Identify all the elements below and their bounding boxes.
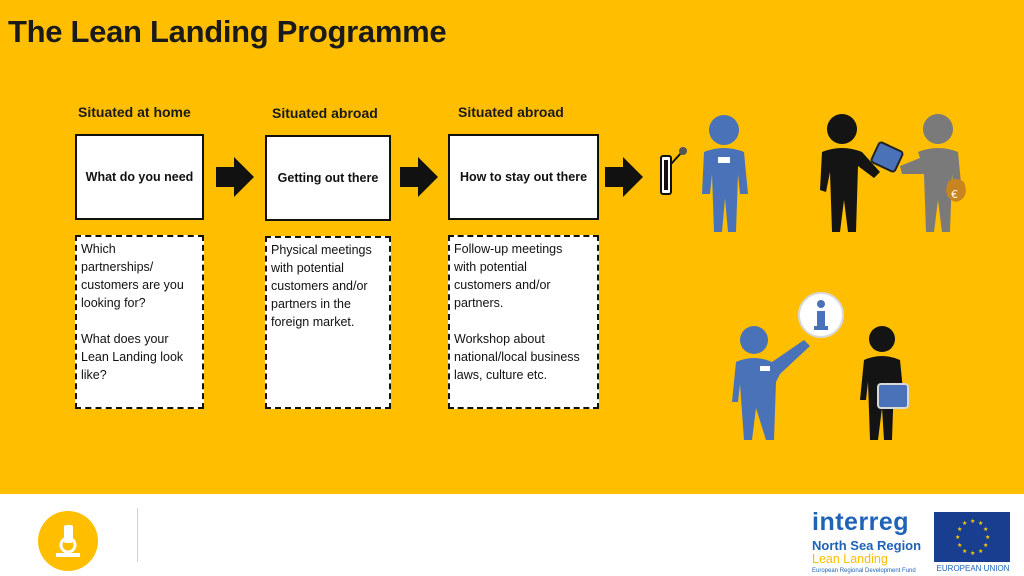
column-heading-abroad-2: Situated abroad [458, 104, 564, 120]
description-box-getting-out: Physical meetings with potential custome… [265, 236, 391, 409]
step-box-what-do-you-need: What do you need [75, 134, 204, 220]
eu-flag-icon: ★★★ ★★★ ★★★ ★★★ [934, 512, 1010, 562]
svg-text:★: ★ [978, 520, 983, 527]
info-icon [798, 292, 844, 338]
arrow-right-icon [400, 157, 438, 197]
step-label: How to stay out there [459, 170, 588, 184]
slide-canvas: The Lean Landing Programme Situated at h… [0, 0, 1024, 494]
interreg-logo: interreg North Sea Region Lean Landing E… [810, 508, 935, 574]
svg-text:★: ★ [957, 526, 962, 533]
column-heading-abroad-1: Situated abroad [272, 105, 378, 121]
svg-text:★: ★ [955, 534, 960, 541]
footer-divider [137, 508, 138, 562]
arrow-right-icon [216, 157, 254, 197]
svg-text:★: ★ [970, 550, 975, 557]
logo-interreg: interreg [812, 508, 910, 536]
eu-label: EUROPEAN UNION [936, 564, 1010, 573]
svg-text:★: ★ [957, 542, 962, 549]
step-box-getting-out-there: Getting out there [265, 135, 391, 221]
person-icon [702, 115, 748, 232]
microscope-icon [38, 511, 98, 571]
door-icon [660, 147, 687, 195]
logo-fund: European Regional Development Fund [812, 568, 916, 574]
svg-text:★: ★ [985, 534, 990, 541]
svg-text:★: ★ [962, 520, 967, 527]
description-box-home: Which partnerships/ customers are you lo… [75, 235, 204, 409]
step-label: Getting out there [277, 171, 379, 185]
description-box-stay-out: Follow-up meetings with potential custom… [448, 235, 599, 409]
svg-text:★: ★ [962, 548, 967, 555]
page-title: The Lean Landing Programme [8, 14, 447, 49]
svg-text:€: € [951, 188, 958, 201]
step-label: What do you need [85, 170, 194, 184]
svg-text:★: ★ [983, 542, 988, 549]
tablet-icon [860, 326, 909, 440]
handshake-icon: € [820, 114, 966, 232]
logo-project: Lean Landing [812, 552, 888, 566]
column-heading-home: Situated at home [78, 104, 191, 120]
person-icon [732, 326, 810, 440]
logo-region: North Sea Region [812, 538, 922, 553]
svg-text:★: ★ [978, 548, 983, 555]
svg-text:★: ★ [970, 518, 975, 525]
footer-bar: interreg North Sea Region Lean Landing E… [0, 494, 1024, 576]
arrow-right-icon [605, 157, 643, 197]
step-box-how-to-stay-out-there: How to stay out there [448, 134, 599, 220]
svg-text:★: ★ [983, 526, 988, 533]
